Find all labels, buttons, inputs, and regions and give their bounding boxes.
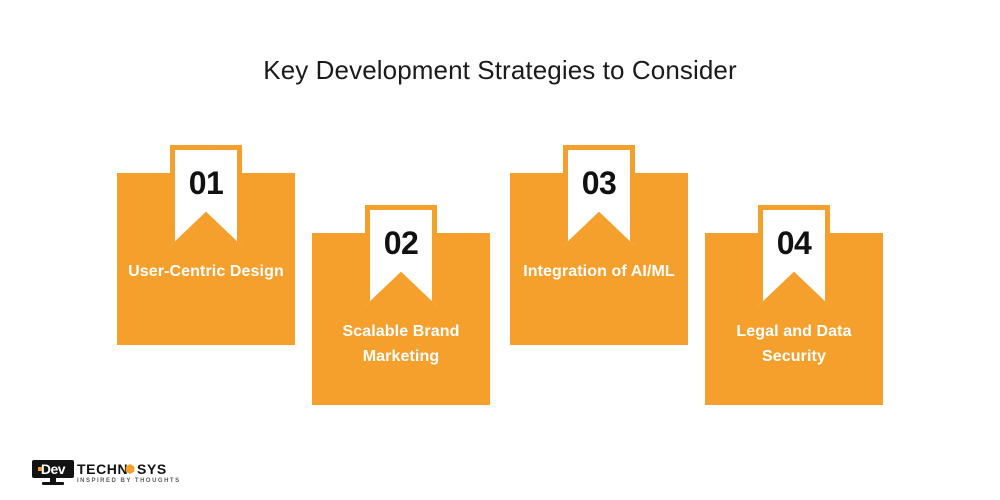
card-number-1: 01	[188, 165, 224, 201]
page-title: Key Development Strategies to Consider	[263, 55, 737, 86]
card-number-2: 02	[383, 225, 419, 261]
card-label-3: Integration of AI/ML	[523, 263, 675, 280]
strategy-card-4[interactable]: 04 Legal and Data Security	[705, 205, 883, 405]
logo-wordmark-suffix: SYS	[137, 461, 167, 477]
brand-logo[interactable]: Dev TECHN SYS INSPIRED BY THOUGHTS	[32, 460, 182, 494]
card-label-4: Legal and Data Security	[736, 323, 852, 365]
strategy-card-2[interactable]: 02 Scalable Brand Marketing	[312, 205, 490, 405]
card-label-1: User-Centric Design	[128, 263, 284, 280]
card-number-3: 03	[581, 165, 617, 201]
logo-tagline: INSPIRED BY THOUGHTS	[77, 478, 181, 484]
ribbon-banner-1: 01	[170, 145, 242, 246]
card-label-2: Scalable Brand Marketing	[342, 323, 460, 365]
card-number-4: 04	[776, 225, 812, 261]
monitor-stand-base-icon	[42, 482, 64, 485]
logo-dot-icon	[38, 467, 42, 471]
ribbon-banner-3: 03	[563, 145, 635, 246]
logo-wordmark-prefix: TECHN	[77, 461, 129, 477]
strategy-card-1[interactable]: 01 User-Centric Design	[117, 145, 295, 345]
logo-dev-badge: Dev	[32, 460, 74, 478]
gear-icon	[125, 464, 135, 474]
monitor-stand-neck-icon	[50, 478, 56, 482]
ribbon-banner-2: 02	[365, 205, 437, 306]
ribbon-banner-4: 04	[758, 205, 830, 306]
strategy-card-3[interactable]: 03 Integration of AI/ML	[510, 145, 688, 345]
